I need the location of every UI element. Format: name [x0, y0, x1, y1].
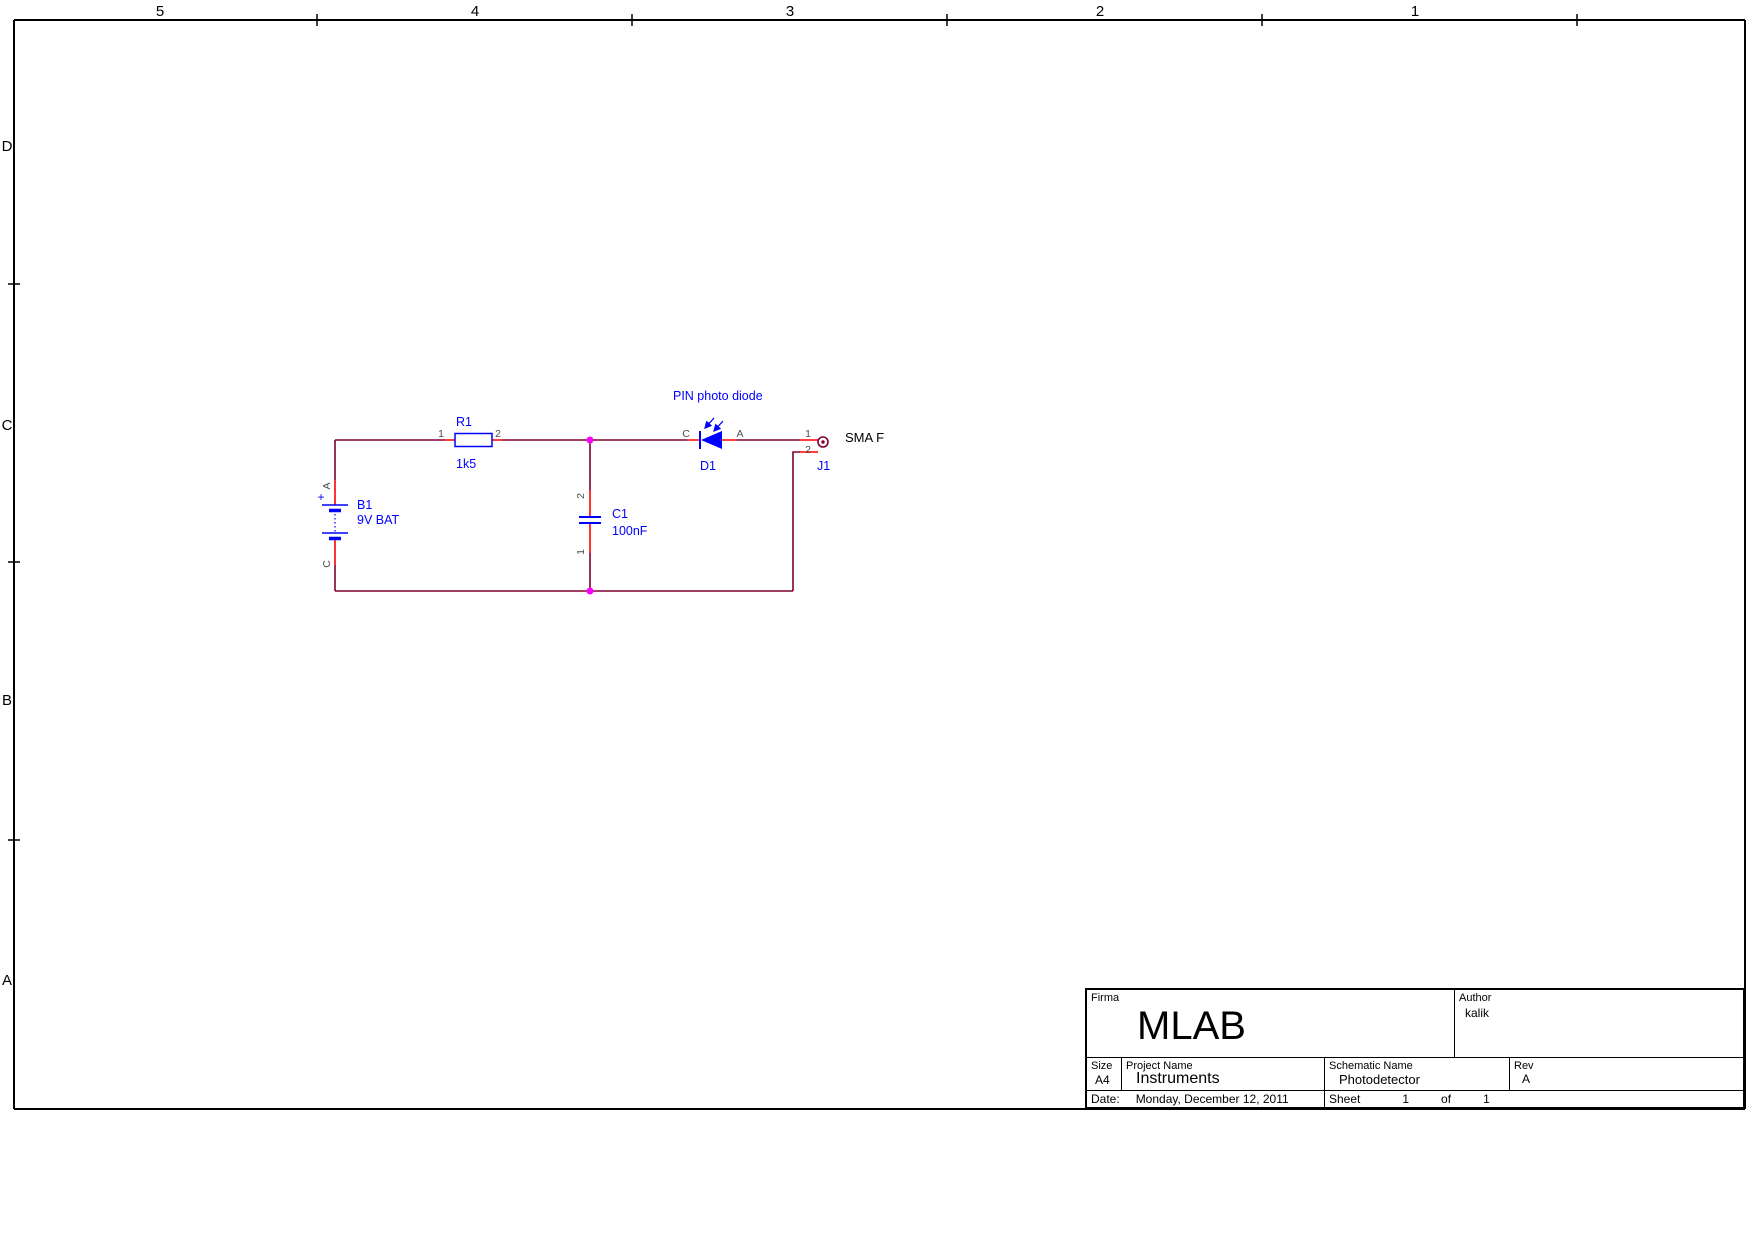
- component-battery-b1: + A C B1 9V BAT: [317, 482, 399, 567]
- titleblock-size-cell: Size A4: [1087, 1058, 1122, 1090]
- connector-ref-label: J1: [817, 459, 830, 473]
- connector-pin1-label: 1: [805, 428, 811, 440]
- titleblock-project-cell: Project Name Instruments: [1122, 1058, 1325, 1090]
- junction-dot: [586, 587, 594, 595]
- firma-label: Firma: [1091, 992, 1120, 1004]
- capacitor-pin1-label: 1: [575, 549, 587, 555]
- zone-column-label: 2: [1096, 3, 1104, 20]
- project-name-label: Project Name: [1126, 1060, 1193, 1072]
- component-connector-j1: 1 2 SMA F J1: [805, 428, 884, 473]
- resistor-pin1-label: 1: [438, 428, 444, 440]
- zone-row-label: D: [2, 138, 13, 155]
- date-value: Monday, December 12, 2011: [1135, 1092, 1289, 1106]
- title-block: Firma MLAB Author kalik Size A4 Project …: [1085, 988, 1745, 1109]
- resistor-pin2-label: 2: [495, 428, 501, 440]
- battery-pin-label-c: C: [321, 560, 333, 568]
- component-photodiode-d1: PIN photo diode D1 C A: [673, 389, 763, 473]
- capacitor-value-label: 100nF: [612, 524, 648, 538]
- zone-column-label: 3: [786, 3, 794, 20]
- company-name: MLAB: [1137, 1004, 1246, 1048]
- project-name: Instruments: [1136, 1070, 1220, 1087]
- photodiode-pin-c-label: C: [682, 428, 690, 440]
- titleblock-rev-cell: Rev A: [1510, 1058, 1743, 1090]
- zone-column-label: 1: [1411, 3, 1419, 20]
- titleblock-schematic-cell: Schematic Name Photodetector: [1325, 1058, 1510, 1090]
- titleblock-firma-cell: Firma MLAB: [1087, 990, 1455, 1057]
- sheet-frame: 5 4 3 2 1 D C B A: [2, 3, 1746, 1110]
- sheet-size: A4: [1095, 1073, 1110, 1087]
- connector-value-label: SMA F: [845, 430, 884, 445]
- battery-value-label: 9V BAT: [357, 513, 400, 527]
- light-arrow-icon: [713, 420, 724, 432]
- battery-ref-label: B1: [357, 498, 372, 512]
- battery-pin-label-a: A: [321, 482, 333, 489]
- resistor-ref-label: R1: [456, 415, 472, 429]
- revision: A: [1522, 1072, 1531, 1086]
- capacitor-pin2-label: 2: [575, 493, 587, 499]
- resistor-value-label: 1k5: [456, 457, 476, 471]
- connector-symbol: [817, 436, 829, 448]
- connector-center-dot: [821, 440, 825, 444]
- photodiode-note-label: PIN photo diode: [673, 389, 763, 403]
- schematic-name: Photodetector: [1339, 1072, 1420, 1087]
- titleblock-date-cell: Date: Monday, December 12, 2011: [1087, 1091, 1325, 1107]
- component-resistor-r1: R1 1k5 1 2: [438, 415, 501, 471]
- component-capacitor-c1: 2 1 C1 100nF: [575, 493, 648, 555]
- author-name: kalik: [1465, 1006, 1490, 1020]
- sheet-number: 1: [1402, 1092, 1410, 1106]
- rev-label: Rev: [1514, 1060, 1534, 1072]
- diode-triangle: [701, 431, 722, 449]
- schematic-name-label: Schematic Name: [1329, 1060, 1413, 1072]
- light-arrow-icon: [704, 417, 715, 429]
- zone-column-label: 5: [156, 3, 164, 20]
- zone-row-label: C: [2, 417, 13, 434]
- capacitor-ref-label: C1: [612, 507, 628, 521]
- author-label: Author: [1459, 992, 1492, 1004]
- sheet-total: 1: [1483, 1092, 1490, 1106]
- battery-plus-sign: +: [317, 490, 324, 504]
- zone-row-label: B: [2, 692, 12, 709]
- size-label: Size: [1091, 1060, 1113, 1072]
- zone-column-label: 4: [471, 3, 479, 20]
- net-wires: [334, 436, 818, 595]
- photodiode-ref-label: D1: [700, 459, 716, 473]
- titleblock-sheet-cell: Sheet 1 of 1: [1325, 1091, 1743, 1107]
- zone-row-label: A: [2, 972, 12, 989]
- sheet-of-label: of: [1441, 1092, 1452, 1106]
- photodiode-pin-a-label: A: [736, 428, 743, 440]
- connector-pin2-label: 2: [805, 444, 811, 456]
- date-label: Date:: [1091, 1092, 1120, 1106]
- titleblock-author-cell: Author kalik: [1455, 990, 1743, 1057]
- sheet-label: Sheet: [1329, 1092, 1361, 1106]
- junction-dot: [586, 436, 594, 444]
